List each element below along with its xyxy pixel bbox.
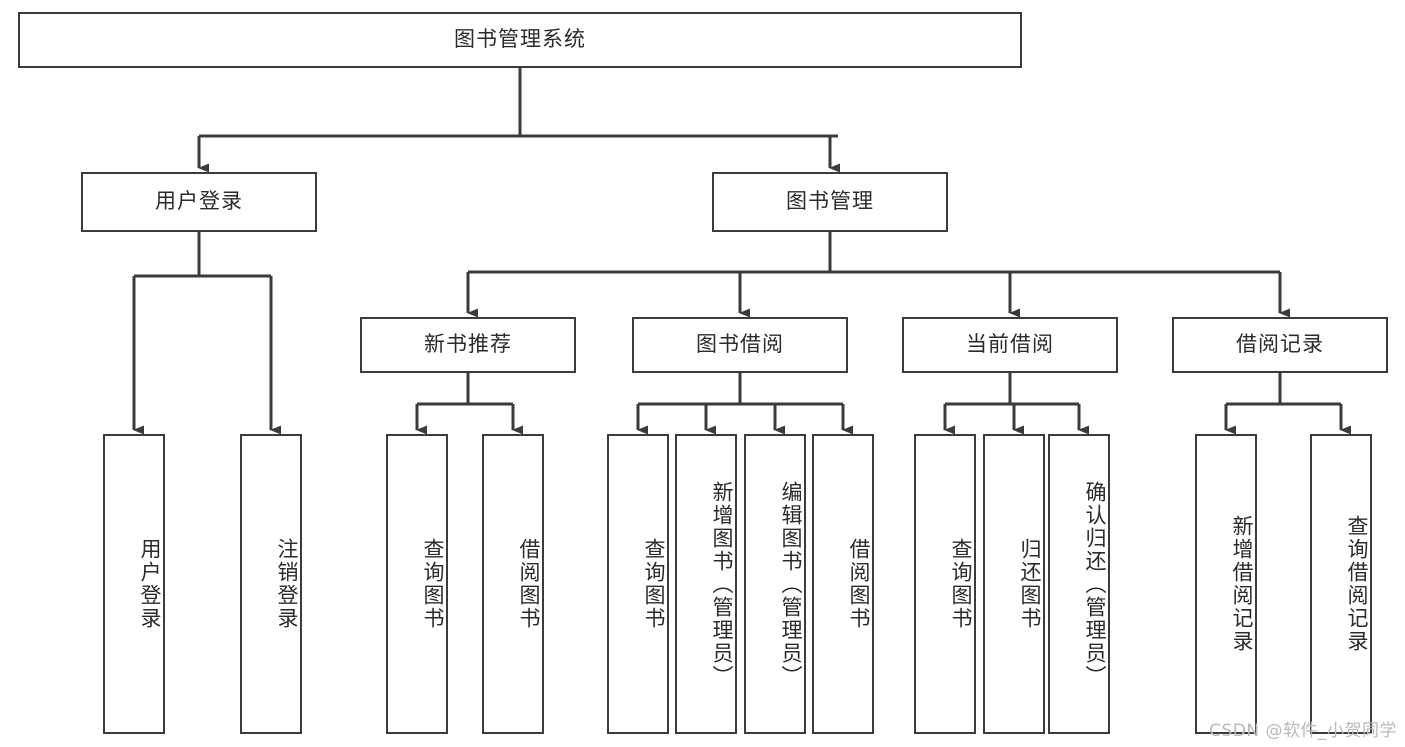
leaf-query-book-recommend-label: 查询图书 [421, 538, 445, 630]
leaf-query-book-borrow[interactable]: 查询图书 [607, 434, 669, 734]
leaf-user-login-label: 用户登录 [138, 538, 162, 630]
watermark: CSDN @软件_小贺同学 [1209, 721, 1397, 741]
leaf-confirm-return-admin[interactable]: 确认归还（管理员） [1048, 434, 1110, 734]
node-new-book-recommend[interactable]: 新书推荐 [360, 317, 576, 373]
leaf-query-book-current[interactable]: 查询图书 [914, 434, 976, 734]
leaf-query-book-recommend[interactable]: 查询图书 [386, 434, 448, 734]
leaf-confirm-return-admin-label: 确认归还（管理员） [1083, 480, 1107, 688]
node-user-login[interactable]: 用户登录 [81, 172, 317, 232]
node-root[interactable]: 图书管理系统 [18, 12, 1022, 68]
leaf-add-book-admin[interactable]: 新增图书（管理员） [675, 434, 737, 734]
node-borrow-record-label: 借阅记录 [1236, 332, 1324, 357]
leaf-add-borrow-record[interactable]: 新增借阅记录 [1195, 434, 1257, 734]
leaf-query-book-borrow-label: 查询图书 [642, 538, 666, 630]
leaf-logout[interactable]: 注销登录 [240, 434, 302, 734]
node-user-login-label: 用户登录 [155, 189, 243, 214]
node-new-book-recommend-label: 新书推荐 [424, 332, 512, 357]
node-borrow-record[interactable]: 借阅记录 [1172, 317, 1388, 373]
node-current-borrow-label: 当前借阅 [966, 332, 1054, 357]
leaf-borrow-book-label: 借阅图书 [847, 538, 871, 630]
leaf-query-borrow-record[interactable]: 查询借阅记录 [1310, 434, 1372, 734]
leaf-add-borrow-record-label: 新增借阅记录 [1230, 515, 1254, 653]
leaf-return-book[interactable]: 归还图书 [983, 434, 1045, 734]
node-book-management-label: 图书管理 [786, 189, 874, 214]
leaf-borrow-book[interactable]: 借阅图书 [812, 434, 874, 734]
leaf-add-book-admin-label: 新增图书（管理员） [710, 480, 734, 688]
leaf-logout-label: 注销登录 [275, 538, 299, 630]
leaf-borrow-book-recommend-label: 借阅图书 [517, 538, 541, 630]
node-root-label: 图书管理系统 [454, 27, 586, 52]
node-book-management[interactable]: 图书管理 [712, 172, 948, 232]
leaf-edit-book-admin-label: 编辑图书（管理员） [779, 480, 803, 688]
leaf-query-borrow-record-label: 查询借阅记录 [1345, 515, 1369, 653]
leaf-edit-book-admin[interactable]: 编辑图书（管理员） [744, 434, 806, 734]
leaf-query-book-current-label: 查询图书 [949, 538, 973, 630]
leaf-user-login[interactable]: 用户登录 [103, 434, 165, 734]
node-book-borrow[interactable]: 图书借阅 [632, 317, 848, 373]
leaf-return-book-label: 归还图书 [1018, 538, 1042, 630]
leaf-borrow-book-recommend[interactable]: 借阅图书 [482, 434, 544, 734]
node-book-borrow-label: 图书借阅 [696, 332, 784, 357]
node-current-borrow[interactable]: 当前借阅 [902, 317, 1118, 373]
